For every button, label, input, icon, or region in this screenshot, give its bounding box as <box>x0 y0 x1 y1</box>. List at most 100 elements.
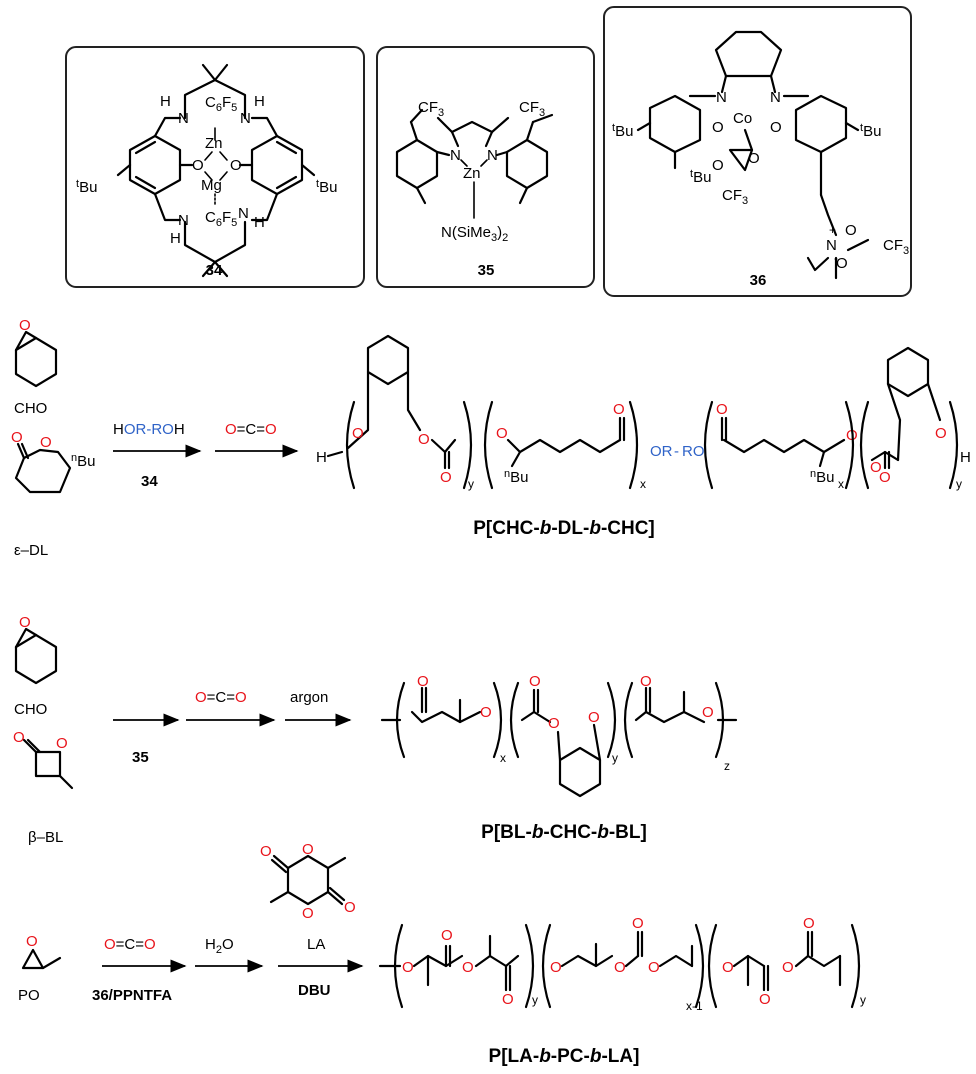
svg-text:N: N <box>240 110 251 127</box>
svg-text:O: O <box>614 959 626 976</box>
scheme2-catalyst: 35 <box>132 749 149 766</box>
catalyst-34-label: 34 <box>206 262 223 279</box>
svg-text:O: O <box>712 119 724 136</box>
svg-text:Zn: Zn <box>463 165 481 182</box>
svg-text:nBu: nBu <box>504 468 528 486</box>
svg-text:O: O <box>230 157 242 174</box>
scheme3-catalyst: 36/PPNTFA <box>92 987 172 1004</box>
svg-text:Zn: Zn <box>205 135 223 152</box>
svg-text:z: z <box>724 759 730 773</box>
svg-text:-: - <box>674 443 679 460</box>
svg-text:O: O <box>502 991 514 1008</box>
scheme3-lactide-structure: O O O O <box>260 841 356 922</box>
svg-text:N: N <box>770 89 781 106</box>
svg-text:y: y <box>612 751 618 765</box>
scheme3-gas: O=C=O <box>104 936 156 953</box>
svg-text:O: O <box>344 899 356 916</box>
scheme2-cho-structure: O <box>14 614 58 685</box>
svg-text:H: H <box>160 93 171 110</box>
svg-text:N: N <box>826 237 837 254</box>
svg-text:O: O <box>722 959 734 976</box>
svg-text:O: O <box>402 959 414 976</box>
svg-text:O: O <box>496 425 508 442</box>
svg-text:RO: RO <box>682 443 705 460</box>
svg-text:O: O <box>19 614 31 631</box>
svg-text:O: O <box>418 431 430 448</box>
scheme3-monomer2-label: LA <box>307 936 325 953</box>
catalyst-34-structure: H N N H C6F5 Zn O O Mg N N H H C6F5 tBu … <box>76 63 337 278</box>
svg-text:Mg: Mg <box>201 177 222 194</box>
svg-text:Co: Co <box>733 110 752 127</box>
svg-text:O: O <box>11 429 23 446</box>
scheme3-po-structure: O <box>21 933 62 970</box>
svg-text:OR: OR <box>650 443 673 460</box>
scheme2-product-label: P[BL-b-CHC-b-BL] <box>481 822 647 843</box>
svg-text:O: O <box>716 401 728 418</box>
svg-text:O: O <box>548 715 560 732</box>
svg-text:O: O <box>26 933 38 950</box>
svg-text:y: y <box>468 477 474 491</box>
svg-text:O: O <box>879 469 891 486</box>
svg-text:tBu: tBu <box>76 178 97 196</box>
scheme1-dl-structure: O O nBu <box>11 429 95 494</box>
svg-text:nBu: nBu <box>71 452 95 470</box>
scheme2-step3: argon <box>290 689 328 706</box>
svg-text:C6F5: C6F5 <box>205 94 237 114</box>
svg-text:tBu: tBu <box>316 178 337 196</box>
catalyst-36-box <box>603 6 912 297</box>
svg-text:O: O <box>782 959 794 976</box>
svg-text:H: H <box>316 449 327 466</box>
svg-text:O: O <box>640 673 652 690</box>
catalyst-35-label: 35 <box>478 262 495 279</box>
svg-text:O: O <box>462 959 474 976</box>
scheme1-initiator: HOR-ROH <box>113 421 185 438</box>
svg-text:O: O <box>632 915 644 932</box>
svg-text:N: N <box>450 147 461 164</box>
scheme3-base: DBU <box>298 982 331 999</box>
catalyst-36-structure: N N Co O O O O CF3 N + O - O CF3 tBu tBu… <box>612 30 909 280</box>
svg-text:tBu: tBu <box>690 168 711 186</box>
svg-text:O: O <box>56 735 68 752</box>
svg-text:+: + <box>829 223 836 237</box>
scheme1-catalyst: 34 <box>141 473 158 490</box>
catalyst-34-box <box>65 46 365 288</box>
svg-text:O: O <box>613 401 625 418</box>
svg-text:O: O <box>441 927 453 944</box>
scheme3-step2: H2O <box>205 936 234 956</box>
scheme2-bl-structure: O O <box>13 729 74 790</box>
svg-text:O: O <box>702 704 714 721</box>
svg-text:C6F5: C6F5 <box>205 209 237 229</box>
svg-text:CF3: CF3 <box>418 99 444 119</box>
scheme3-product-label: P[LA-b-PC-b-LA] <box>489 1046 640 1067</box>
scheme1-product-label: P[CHC-b-DL-b-CHC] <box>473 518 655 539</box>
svg-text:x-1: x-1 <box>686 999 703 1013</box>
svg-text:O: O <box>770 119 782 136</box>
scheme2-gas: O=C=O <box>195 689 247 706</box>
svg-text:N: N <box>178 212 189 229</box>
svg-text:x: x <box>500 751 506 765</box>
scheme2-product-structure: O O x O O O y O O z <box>380 673 738 798</box>
svg-text:O: O <box>13 729 25 746</box>
scheme1-monomer2-label: ε–DL <box>14 542 48 559</box>
svg-text:O: O <box>440 469 452 486</box>
svg-text:O: O <box>417 673 429 690</box>
svg-text:H: H <box>170 230 181 247</box>
svg-text:y: y <box>860 993 866 1007</box>
svg-text:nBu: nBu <box>810 468 834 486</box>
svg-text:N: N <box>178 110 189 127</box>
svg-text:O: O <box>935 425 947 442</box>
scheme1-product-structure: H O O O y O nBu O x OR - RO O nBu O x <box>316 334 971 491</box>
svg-text:H: H <box>254 214 265 231</box>
svg-text:y: y <box>956 477 962 491</box>
svg-text:O: O <box>260 843 272 860</box>
catalyst-35-box <box>376 46 595 288</box>
svg-text:O: O <box>352 425 364 442</box>
svg-text:O: O <box>712 157 724 174</box>
svg-text:y: y <box>532 993 538 1007</box>
svg-text:N(SiMe3)2: N(SiMe3)2 <box>441 224 508 244</box>
svg-text:O: O <box>759 991 771 1008</box>
svg-text:tBu: tBu <box>860 122 881 140</box>
svg-text:CF3: CF3 <box>519 99 545 119</box>
